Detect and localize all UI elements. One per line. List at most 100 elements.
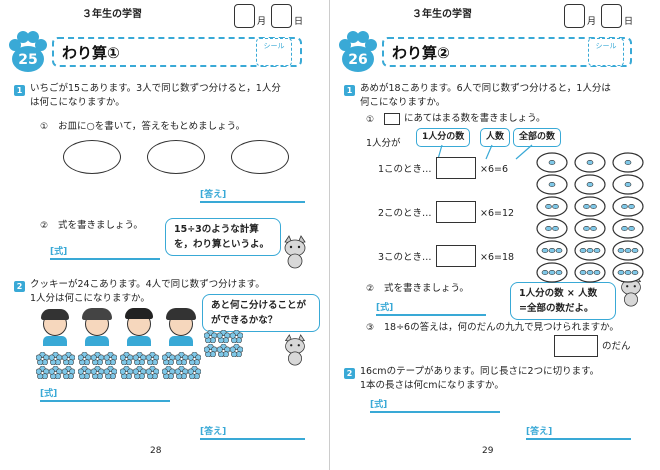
row-2-blank[interactable] — [436, 201, 476, 223]
answer-label-2: [答え] — [526, 427, 553, 437]
lesson-number: 26 — [348, 52, 368, 68]
cookie-flower-icon — [62, 366, 75, 379]
candy-plate-icon — [536, 218, 568, 239]
candy-plate-icon — [574, 174, 606, 195]
day-box[interactable] — [601, 4, 622, 28]
cookie-flower-icon — [175, 366, 188, 379]
sub2-marker: ② — [40, 221, 49, 231]
bubble-line2: =全部の数だよ。 — [519, 303, 594, 314]
dan-label: のだん — [602, 341, 631, 352]
paw-badge-icon — [339, 31, 377, 72]
candy-plate-icon — [574, 218, 606, 239]
candy-plate-icon — [536, 240, 568, 261]
candy-plate-icon — [612, 152, 644, 173]
candy-plate-icon — [574, 240, 606, 261]
dan-blank[interactable] — [554, 335, 598, 357]
tag-total: 全部の数 — [513, 128, 562, 147]
row-2-label: 2このとき… — [378, 208, 432, 219]
plate-2[interactable] — [147, 140, 205, 174]
cookie-flower-icon — [188, 366, 201, 379]
row-1-blank[interactable] — [436, 157, 476, 179]
sub3-marker: ③ — [366, 323, 375, 333]
cookie-flower-icon — [146, 366, 159, 379]
cookie-flower-icon — [204, 344, 217, 357]
sub1-marker: ① — [40, 122, 49, 132]
child-body-4 — [169, 336, 193, 346]
child-body-3 — [127, 336, 151, 346]
cookie-flower-icon — [188, 352, 201, 365]
day-box[interactable] — [271, 4, 292, 28]
formula-label-2: [式] — [370, 400, 388, 410]
question-2-number: 2 — [344, 368, 355, 379]
cookie-flower-icon — [104, 366, 117, 379]
month-label: 月 — [587, 17, 597, 27]
tag-arrows — [437, 144, 533, 160]
question-1-number: 1 — [14, 85, 25, 96]
cookie-flower-icon — [230, 344, 243, 357]
cookie-flower-icon — [78, 352, 91, 365]
sub1-text: にあてはまる数を書きましょう。 — [404, 113, 546, 124]
child-body-1 — [43, 336, 67, 346]
row-1-equation: ×6=6 — [480, 164, 509, 175]
cookie-flower-icon — [217, 344, 230, 357]
child-hair-3 — [125, 308, 153, 319]
answer-line-2[interactable] — [526, 438, 631, 440]
month-box[interactable] — [234, 4, 255, 28]
cookie-flower-icon — [162, 366, 175, 379]
cookie-flower-icon — [162, 352, 175, 365]
day-label: 日 — [294, 17, 304, 27]
seal-box: シール — [588, 38, 624, 66]
candy-plate-icon — [536, 174, 568, 195]
candy-plate-icon — [612, 218, 644, 239]
speech-bubble-formula: 1人分の数 × 人数 =全部の数だよ。 — [510, 282, 616, 320]
candy-plate-icon — [612, 196, 644, 217]
tag-people: 人数 — [480, 128, 511, 147]
formula-line-2[interactable] — [370, 411, 500, 413]
cookie-flower-icon — [230, 330, 243, 343]
page-title: わり算① — [62, 44, 120, 62]
cookie-flower-icon — [49, 366, 62, 379]
page-title: わり算② — [392, 44, 450, 62]
q2-text-line2: 1本の長さは何cmになりますか。 — [360, 380, 504, 391]
bubble-line1: 15÷3のような計算 — [174, 224, 259, 235]
child-hair-2 — [82, 308, 112, 320]
row-3-equation: ×6=18 — [480, 252, 515, 263]
cookie-flower-icon — [146, 352, 159, 365]
candy-plate-icon — [536, 196, 568, 217]
plate-1[interactable] — [63, 140, 121, 174]
row-3-label: 3このとき… — [378, 252, 432, 263]
bubble2-line1: あと何こ分けることが — [211, 300, 307, 311]
month-box[interactable] — [564, 4, 585, 28]
cookie-flower-icon — [36, 352, 49, 365]
bubble2-line2: ができるかな？ — [211, 315, 278, 326]
bubble-line1: 1人分の数 × 人数 — [519, 288, 598, 299]
cat-mascot-icon — [284, 235, 306, 269]
row-2-equation: ×6=12 — [480, 208, 515, 219]
bubble-line2: を，わり算というよ。 — [174, 239, 270, 250]
tag-per-person: 1人分の数 — [416, 128, 471, 147]
formula-label-1: [式] — [50, 247, 68, 257]
formula-line-2[interactable] — [40, 400, 170, 402]
candy-plate-icon — [612, 262, 644, 283]
q1-text-line2: 何こになりますか。 — [360, 97, 446, 108]
speech-bubble-division: 15÷3のような計算 を，わり算というよ。 — [165, 218, 281, 256]
plate-3[interactable] — [231, 140, 289, 174]
row-3-blank[interactable] — [436, 245, 476, 267]
page-number: 28 — [150, 446, 162, 456]
answer-line-1[interactable] — [200, 201, 305, 203]
grade-label: ３年生の学習 — [412, 9, 472, 20]
answer-label-2: [答え] — [200, 427, 227, 437]
cookie-flower-icon — [120, 352, 133, 365]
sub1-text: お皿に○を書いて，答えをもとめましょう。 — [58, 121, 246, 132]
formula-label-1: [式] — [376, 303, 394, 313]
answer-line-2[interactable] — [200, 438, 305, 440]
candy-plate-icon — [536, 152, 568, 173]
formula-line-1[interactable] — [376, 314, 486, 316]
paw-badge-icon — [9, 31, 47, 72]
sub2-marker: ② — [366, 284, 375, 294]
cookie-flower-icon — [91, 352, 104, 365]
question-2-number: 2 — [14, 281, 25, 292]
month-label: 月 — [257, 17, 267, 27]
formula-line-1[interactable] — [50, 258, 160, 260]
